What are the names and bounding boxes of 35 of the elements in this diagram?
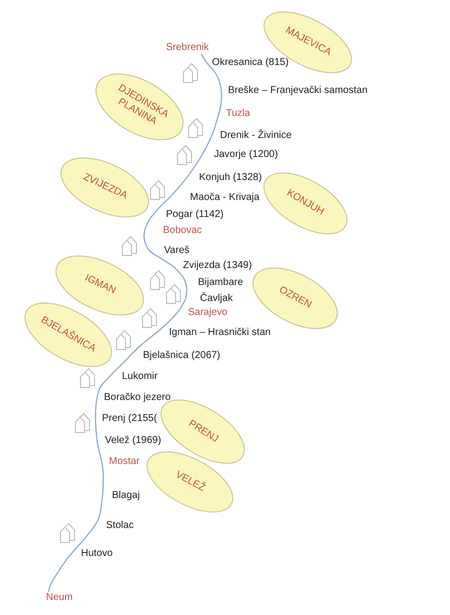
town-name: Neum (46, 592, 73, 604)
mountain-ellipse (252, 268, 338, 328)
place-name: Prenj (2155( (102, 413, 158, 425)
mountain-ellipse (264, 172, 346, 234)
town-name: Srebrenik (166, 42, 209, 54)
town-name: Tuzla (226, 108, 250, 120)
place-name: Pogar (1142) (166, 209, 224, 221)
mountain-ellipse (24, 303, 112, 367)
town-name: Bobovac (163, 225, 202, 237)
place-name: Igman – Hrasnički stan (169, 327, 271, 339)
place-name: Čavljak (200, 293, 233, 305)
place-name: Bjelašnica (2067) (143, 350, 220, 362)
town-name: Sarajevo (188, 307, 228, 319)
mountain-ellipse (96, 74, 184, 140)
place-name: Zvijezda (1349) (183, 260, 252, 272)
place-name: Bijambare (198, 277, 244, 289)
place-name: Velež (1969) (105, 435, 162, 447)
place-name: Drenik - Živinice (220, 130, 292, 142)
mountain-ellipse (61, 158, 149, 216)
place-name: Maoča - Krivaja (190, 192, 260, 204)
trail-line (48, 54, 222, 592)
place-name: Lukomir (122, 371, 158, 383)
mountain-ellipse (147, 452, 233, 512)
mountain-ellipse (56, 256, 144, 314)
place-name: Javorje (1200) (214, 149, 278, 161)
mountain-ellipse (264, 12, 352, 72)
place-name: Blagaj (112, 490, 140, 502)
place-name: Hutovo (81, 548, 113, 560)
place-name: Vareš (164, 245, 190, 257)
place-name: Konjuh (1328) (199, 172, 262, 184)
town-name: Mostar (109, 456, 140, 468)
place-name: Breške – Franjevački samostan (228, 85, 368, 97)
place-name: Stolac (106, 520, 134, 532)
place-name: Boračko jezero (104, 392, 171, 404)
place-name: Okresanica (815) (212, 57, 289, 69)
